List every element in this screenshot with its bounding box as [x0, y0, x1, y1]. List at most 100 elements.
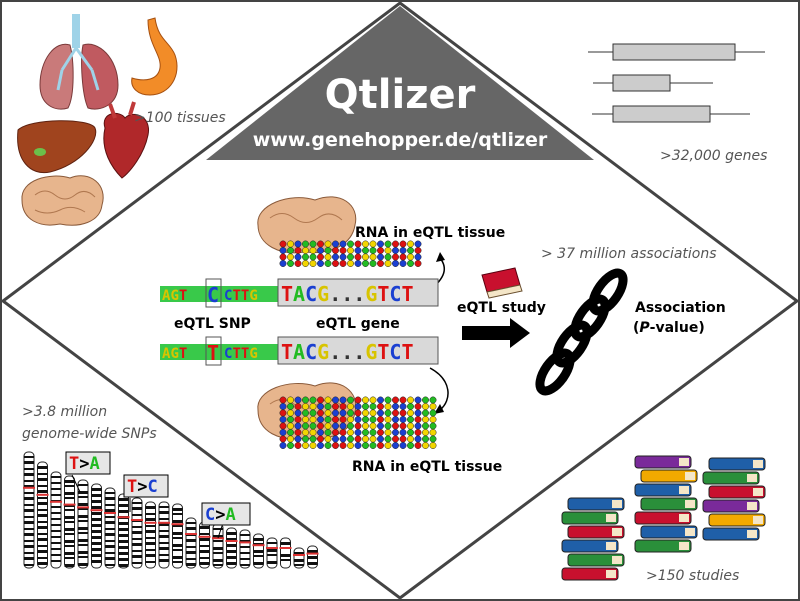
rna-nucleotide [317, 429, 324, 436]
rna-nucleotide [302, 429, 309, 436]
snp-allele-top: C [207, 283, 219, 307]
studies-count: >150 studies [646, 568, 739, 584]
rna-nucleotide [302, 403, 309, 410]
rna-nucleotide [429, 429, 437, 436]
chromosome [117, 493, 130, 569]
tissues-count: >100 tissues [134, 110, 226, 126]
rna-nucleotide [422, 422, 429, 430]
rna-nucleotide [399, 253, 407, 261]
rna-nucleotide [354, 429, 362, 436]
rna-nucleotide [384, 409, 392, 417]
rna-nucleotide [407, 403, 414, 410]
rna-nucleotide [317, 422, 324, 430]
rna-nucleotide [354, 253, 362, 261]
rna-nucleotide [287, 247, 294, 254]
rna-nucleotide [399, 429, 407, 436]
rna-nucleotide [339, 422, 347, 430]
mutation-labels: T>A T>C C>A [65, 451, 251, 539]
rna-nucleotide [354, 416, 362, 423]
rna-nucleotide [377, 435, 384, 443]
rna-nucleotide [422, 396, 429, 404]
rna-nucleotide [287, 396, 294, 404]
rna-nucleotide [347, 422, 354, 430]
book [702, 527, 760, 541]
rna-nucleotide [399, 409, 407, 417]
chromosome [90, 483, 103, 569]
rna-nucleotide [369, 403, 377, 410]
rna-nucleotide [354, 409, 362, 417]
rna-nucleotide [347, 429, 354, 436]
rna-nucleotide [407, 416, 414, 423]
rna-nucleotide [279, 247, 287, 254]
mutation-label-2: T>C [127, 477, 158, 497]
rna-nucleotide [354, 240, 362, 248]
rna-nucleotide [287, 240, 294, 248]
rna-nucleotide [392, 409, 399, 417]
rna-nucleotide [309, 442, 317, 449]
snp-label: eQTL SNP [174, 316, 251, 332]
association-label: Association [635, 300, 726, 316]
chromosome [77, 479, 89, 569]
chromosome [63, 475, 76, 569]
rna-nucleotide [377, 429, 384, 436]
rna-nucleotide [332, 429, 339, 436]
chromosome [225, 527, 238, 569]
rna-nucleotide [294, 429, 302, 436]
rna-nucleotide [347, 403, 354, 410]
rna-nucleotide [384, 442, 392, 449]
rna-nucleotide [339, 429, 347, 436]
rna-nucleotide [414, 435, 422, 443]
rna-nucleotide [377, 422, 384, 430]
rna-nucleotide [414, 409, 422, 417]
rna-nucleotide [362, 435, 369, 443]
snps-count-line1: >3.8 million [22, 404, 107, 420]
rna-nucleotide [384, 429, 392, 436]
rna-nucleotide [317, 260, 324, 267]
rna-nucleotide [407, 247, 414, 254]
rna-nucleotide [392, 253, 399, 261]
mutation-label-1: T>A [69, 454, 100, 474]
rna-nucleotide [332, 396, 339, 404]
rna-nucleotide [369, 253, 377, 261]
rna-nucleotide [384, 435, 392, 443]
rna-nucleotide [309, 396, 317, 404]
url-link[interactable]: www.genehopper.de/qtlizer [253, 129, 548, 151]
rna-nucleotide [309, 253, 317, 261]
rna-nucleotide [294, 240, 302, 248]
rna-nucleotide [339, 416, 347, 423]
rna-nucleotide [414, 253, 422, 261]
rna-nucleotide [362, 409, 369, 417]
rna-nucleotide [429, 435, 437, 443]
rna-nucleotide [309, 429, 317, 436]
rna-nucleotide [279, 396, 287, 404]
rna-nucleotide [369, 422, 377, 430]
rna-nucleotide [377, 396, 384, 404]
rna-nucleotide [294, 260, 302, 267]
book [702, 471, 760, 485]
rna-nucleotide [429, 422, 437, 430]
rna-nucleotide [392, 442, 399, 449]
book [640, 497, 698, 511]
rna-nucleotide [324, 429, 332, 436]
rna-nucleotide [399, 403, 407, 410]
rna-nucleotide [384, 396, 392, 404]
rna-nucleotide [347, 247, 354, 254]
rna-nucleotide [414, 442, 422, 449]
rna-nucleotide [407, 396, 414, 404]
rna-nucleotide [317, 416, 324, 423]
rna-nucleotide [302, 247, 309, 254]
rna-nucleotide [347, 240, 354, 248]
book [708, 485, 766, 499]
rna-nucleotide [362, 416, 369, 423]
sequence-row-alternative: AGT T CTTG TACG...GTCT [160, 336, 439, 366]
rna-nucleotide [407, 260, 414, 267]
book [567, 497, 625, 511]
rna-nucleotide [407, 429, 414, 436]
chromosome [50, 471, 62, 569]
snp-box-top [205, 278, 222, 308]
rna-nucleotide [309, 422, 317, 430]
rna-nucleotide [324, 260, 332, 267]
study-arrow [462, 318, 530, 348]
rna-nucleotide [407, 442, 414, 449]
